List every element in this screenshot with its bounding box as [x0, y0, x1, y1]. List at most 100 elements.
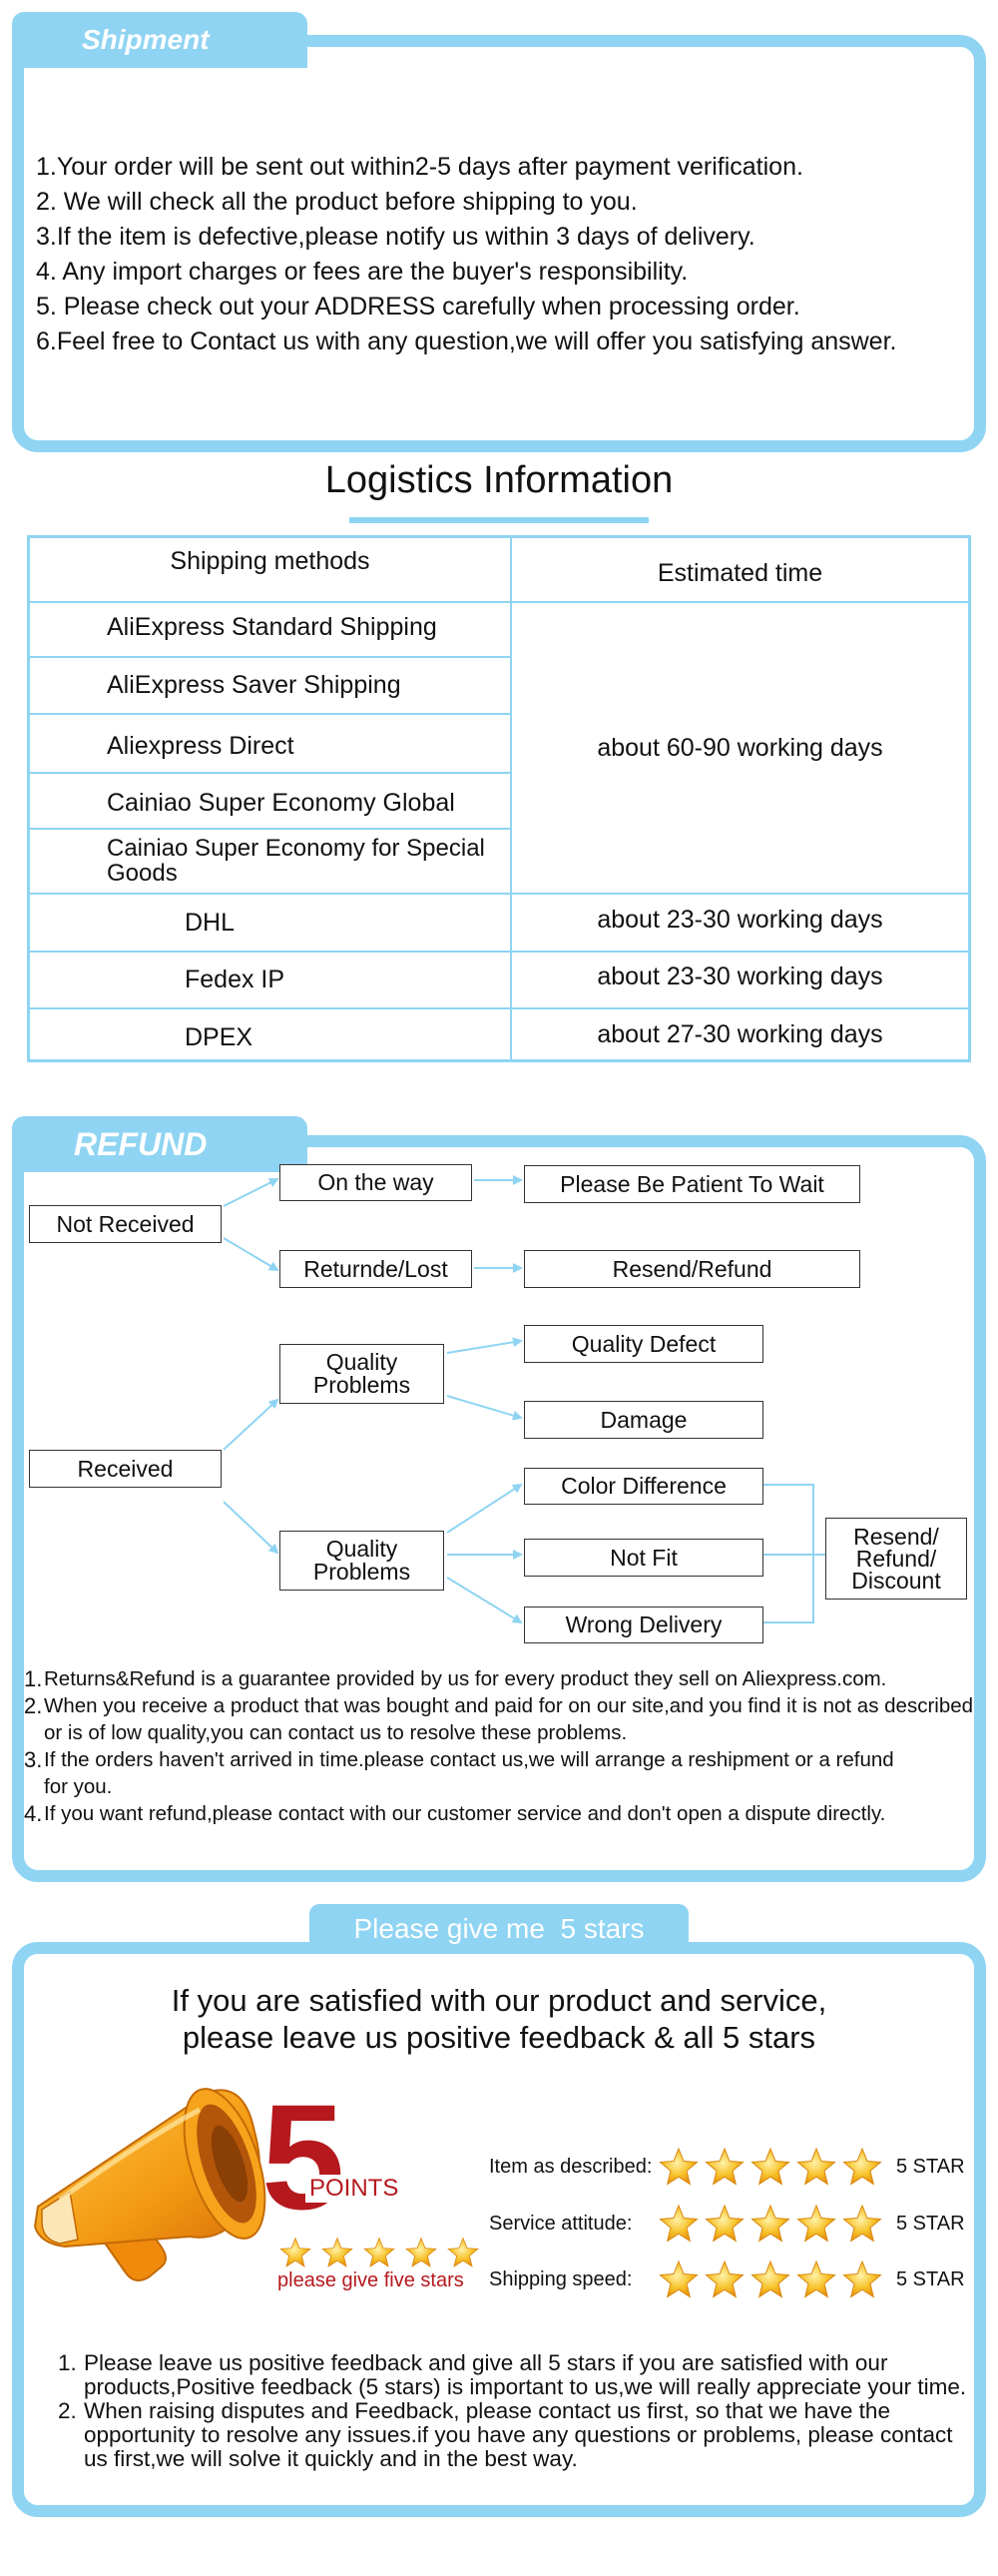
- star-icon: [842, 2147, 882, 2187]
- refund-note: 4.If you want refund,please contact with…: [24, 1800, 982, 1827]
- points-label: POINTS: [305, 2175, 403, 2203]
- feedback-note: 2.When raising disputes and Feedback, pl…: [58, 2399, 976, 2471]
- note-text: When you receive a product that was boug…: [44, 1694, 974, 1744]
- shipment-item: 4. Any import charges or fees are the bu…: [36, 258, 689, 286]
- headline-line: please leave us positive feedback & all …: [182, 2020, 816, 2055]
- flow-not-fit: Not Fit: [524, 1539, 763, 1577]
- refund-section: [12, 1135, 986, 1882]
- shipment-tab-label: Shipment: [82, 24, 210, 55]
- rating-value: 5 STAR: [896, 2155, 965, 2178]
- stars-tab: Please give me 5 stars: [309, 1904, 689, 1954]
- note-text: When raising disputes and Feedback, plea…: [84, 2398, 953, 2471]
- flow-color-difference: Color Difference: [524, 1468, 763, 1505]
- method-cell: AliExpress Saver Shipping: [107, 671, 401, 699]
- logistics-table: Shipping methods Estimated time AliExpre…: [27, 535, 971, 1062]
- star-icon: [705, 2147, 745, 2187]
- rating-row: Service attitude: 5 STAR: [489, 2204, 968, 2244]
- shipment-item: 1.Your order will be sent out within2-5 …: [36, 153, 803, 181]
- note-text: Please leave us positive feedback and gi…: [84, 2350, 967, 2399]
- shipment-tab: Shipment: [12, 12, 307, 68]
- star-icon: [705, 2259, 745, 2299]
- star-icon: [659, 2259, 699, 2299]
- flow-damage: Damage: [524, 1401, 763, 1439]
- table-divider: [30, 893, 968, 895]
- note-number: 2.: [24, 1693, 43, 1718]
- note-text: If the orders haven't arrived in time.pl…: [44, 1748, 894, 1798]
- shipment-item: 5. Please check out your ADDRESS careful…: [36, 293, 800, 321]
- refund-note: 2.When you receive a product that was bo…: [24, 1692, 982, 1746]
- star-icon: [659, 2204, 699, 2244]
- five-star-row: [279, 2237, 479, 2268]
- note-number: 1.: [24, 1666, 43, 1691]
- time-cell: about 23-30 working days: [597, 905, 883, 934]
- shipment-item: 6.Feel free to Contact us with any quest…: [36, 327, 897, 355]
- note-text: If you want refund,please contact with o…: [44, 1802, 886, 1825]
- shipment-section: [12, 35, 986, 452]
- table-divider: [30, 828, 510, 830]
- flow-quality-problems: Quality Problems: [279, 1531, 444, 1591]
- feedback-notes: 1. Please leave us positive feedback and …: [58, 2351, 976, 2471]
- star-icon: [405, 2237, 437, 2268]
- star-icon: [750, 2259, 790, 2299]
- table-divider: [30, 601, 968, 603]
- rating-label: Shipping speed:: [489, 2267, 633, 2290]
- feedback-note: 1. Please leave us positive feedback and …: [58, 2351, 976, 2399]
- rating-stars: [659, 2204, 882, 2244]
- rating-row: Shipping speed: 5 STAR: [489, 2259, 968, 2299]
- rating-label: Service attitude:: [489, 2212, 633, 2235]
- flow-wrong-delivery: Wrong Delivery: [524, 1607, 763, 1643]
- flow-resend-refund: Resend/Refund: [524, 1250, 860, 1288]
- rating-label: Item as described:: [489, 2155, 653, 2178]
- shipment-item: 2. We will check all the product before …: [36, 188, 638, 216]
- refund-note: 1.Returns&Refund is a guarantee provided…: [24, 1665, 982, 1692]
- header-estimated-time: Estimated time: [657, 558, 823, 587]
- stars-tab-label: Please give me 5 stars: [353, 1913, 645, 1944]
- time-cell: about 27-30 working days: [597, 1019, 883, 1048]
- flow-resend-refund-discount: Resend/ Refund/ Discount: [825, 1518, 967, 1600]
- star-icon: [705, 2204, 745, 2244]
- refund-notes: 1.Returns&Refund is a guarantee provided…: [24, 1665, 982, 1827]
- table-divider: [510, 538, 512, 1059]
- star-icon: [659, 2147, 699, 2187]
- method-cell: DPEX: [185, 1022, 253, 1051]
- time-cell: about 23-30 working days: [597, 962, 883, 990]
- rating-row: Item as described: 5 STAR: [489, 2147, 968, 2187]
- flow-not-received: Not Received: [29, 1205, 222, 1243]
- method-cell: AliExpress Standard Shipping: [107, 612, 437, 641]
- star-icon: [363, 2237, 395, 2268]
- star-icon: [321, 2237, 353, 2268]
- refund-flow-arrows: [223, 1175, 868, 1624]
- rating-value: 5 STAR: [896, 2212, 965, 2235]
- table-divider: [30, 772, 510, 774]
- star-icon: [796, 2204, 836, 2244]
- star-icon: [796, 2259, 836, 2299]
- table-divider: [30, 713, 510, 715]
- header-shipping-methods: Shipping methods: [170, 546, 370, 575]
- note-number: 1.: [58, 2350, 77, 2375]
- rating-value: 5 STAR: [896, 2267, 965, 2290]
- star-icon: [750, 2147, 790, 2187]
- headline-line: If you are satisfied with our product an…: [171, 1983, 827, 2018]
- method-cell: Cainiao Super Economy for Special Goods: [107, 835, 485, 887]
- refund-tab-label: REFUND: [74, 1125, 208, 1162]
- star-icon: [842, 2259, 882, 2299]
- rating-stars: [659, 2147, 882, 2187]
- flow-returned-lost: Returnde/Lost: [279, 1250, 472, 1288]
- logistics-title-underline: [349, 517, 649, 523]
- refund-note: 3.If the orders haven't arrived in time.…: [24, 1746, 982, 1800]
- star-icon: [750, 2204, 790, 2244]
- rating-stars: [659, 2259, 882, 2299]
- star-icon: [447, 2237, 479, 2268]
- logistics-title: Logistics Information: [324, 459, 674, 501]
- note-number: 4.: [24, 1801, 43, 1826]
- megaphone-icon: [33, 2088, 266, 2281]
- flow-quality-defect: Quality Defect: [524, 1325, 763, 1363]
- method-cell: Aliexpress Direct: [107, 731, 294, 760]
- shipment-list: 1.Your order will be sent out within2-5 …: [36, 150, 896, 359]
- method-cell: Fedex IP: [185, 966, 285, 993]
- star-icon: [279, 2237, 311, 2268]
- flow-on-the-way: On the way: [279, 1164, 472, 1201]
- note-number: 3.: [24, 1747, 43, 1772]
- refund-tab: REFUND: [12, 1116, 307, 1172]
- time-cell: about 60-90 working days: [597, 733, 883, 762]
